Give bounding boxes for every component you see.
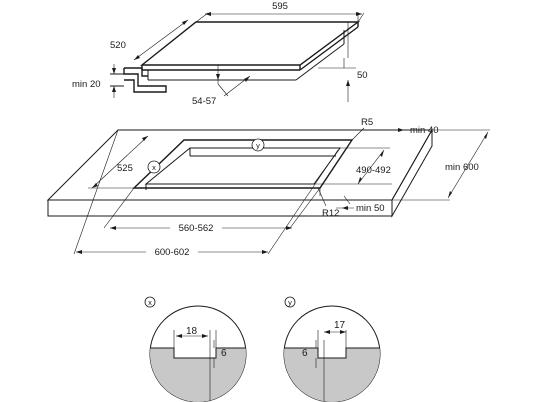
label-520: 520 [110, 40, 126, 51]
arrow-520-a [134, 55, 140, 60]
detail-y: 17 6 y [283, 296, 381, 402]
arrow-520-b [182, 20, 188, 25]
label-595: 595 [272, 1, 288, 12]
dim54-leader [217, 83, 229, 97]
hob-glass-top [139, 21, 361, 66]
cutout-inner-rim [144, 147, 341, 185]
detail-x-6: 6 [221, 348, 227, 359]
dim-min50: min 50 [319, 188, 385, 214]
profile-bracket [123, 68, 167, 93]
detail-x-18: 18 [186, 326, 198, 337]
hob-body-side [295, 43, 345, 81]
label-50: 50 [357, 70, 368, 81]
r12-leader [317, 187, 327, 207]
dim-54-57: 54-57 [192, 65, 251, 107]
dim-line-520 [133, 19, 189, 61]
ext-595-right [357, 12, 365, 23]
detail-y-17: 17 [334, 320, 346, 331]
dim-520: 520 [110, 19, 189, 61]
label-min50: min 50 [356, 203, 385, 214]
label-54-57: 54-57 [192, 96, 216, 107]
arrow-595-r [356, 12, 362, 16]
marker-x: x [147, 160, 161, 174]
dim-595: 595 [195, 1, 365, 23]
arrow-595-l [205, 12, 211, 16]
detail-x-marker [144, 296, 156, 308]
dim-line-min600 [447, 131, 489, 199]
hob-perspective [110, 21, 361, 93]
detail-x-marker-label: x [148, 298, 152, 307]
label-600-602: 600-602 [155, 247, 190, 258]
hob-side-bottom-edge [299, 26, 359, 71]
dim-r12: R12 [317, 187, 339, 219]
detail-y-marker [284, 296, 296, 308]
detail-y-marker-label: y [288, 298, 292, 307]
profile-top [124, 67, 148, 77]
dim-min600: min 600 [392, 129, 490, 201]
marker-x-label: x [152, 163, 156, 172]
dim-min20: min 20 [72, 64, 116, 98]
ext-595-left [195, 12, 209, 23]
detail-x: 18 6 x [144, 296, 247, 402]
dim-560-562: 560-562 [103, 187, 321, 234]
label-min20: min 20 [72, 79, 101, 90]
label-min40: min 40 [410, 125, 439, 136]
detail-y-6: 6 [302, 348, 308, 359]
label-r12: R12 [322, 208, 339, 219]
label-560-562: 560-562 [179, 223, 214, 234]
dim-50: 50 [318, 12, 368, 102]
dim-line-525 [91, 135, 149, 189]
marker-y: y [251, 138, 265, 152]
marker-x-circle [147, 160, 161, 174]
dim-line-490 [357, 149, 385, 185]
dim-490-492: 490-492 [314, 147, 392, 185]
label-525: 525 [117, 163, 133, 174]
countertop-side-face [391, 128, 433, 218]
r5-leader [351, 127, 365, 141]
marker-y-label: y [256, 141, 260, 150]
dim-r5: R5 [351, 117, 373, 141]
dim-525: 525 [88, 135, 149, 189]
cutout-outer [132, 139, 354, 189]
dim-min40: min 40 [380, 125, 439, 136]
label-490-492: 490-492 [356, 165, 391, 176]
label-min600: min 600 [445, 162, 479, 173]
dim-600-602: 600-602 [73, 129, 339, 258]
marker-y-circle [251, 138, 265, 152]
label-r5: R5 [361, 117, 373, 128]
